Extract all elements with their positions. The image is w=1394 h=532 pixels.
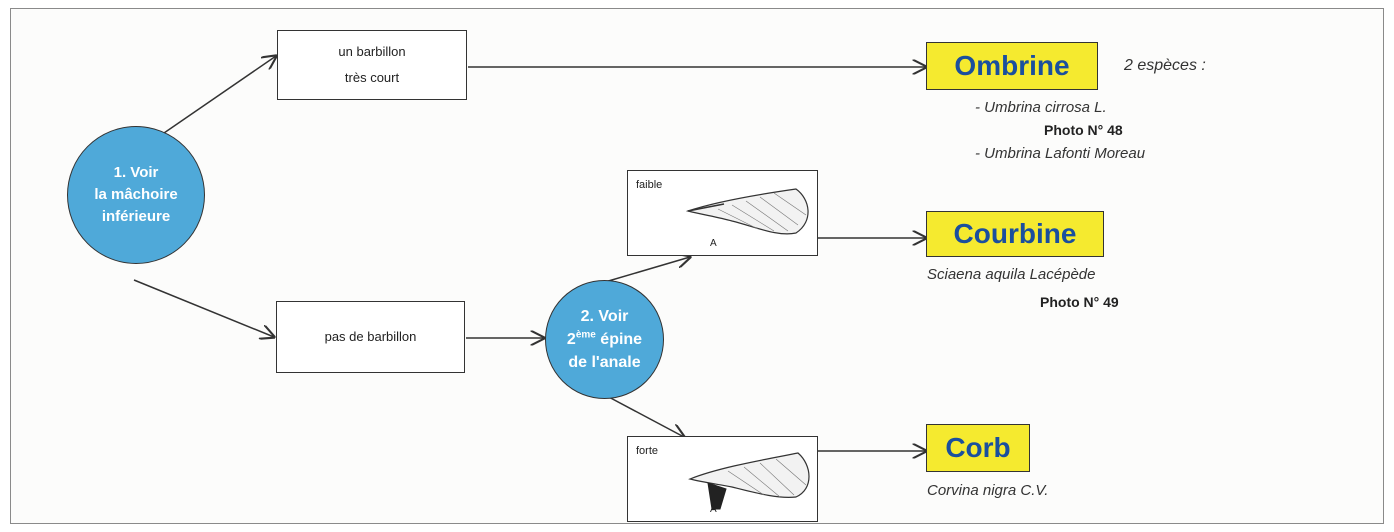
step2-circle: 2. Voir 2ème épine de l'anale xyxy=(545,280,664,399)
step1-circle: 1. Voir la mâchoire inférieure xyxy=(67,126,205,264)
arrow-to-faible xyxy=(604,257,690,283)
ombrine-name: Ombrine xyxy=(926,42,1098,90)
step1-line2: la mâchoire xyxy=(94,186,178,204)
step2-line2: 2ème épine xyxy=(566,329,643,348)
box-no-barbillon: pas de barbillon xyxy=(276,301,465,373)
figure-faible-label: faible xyxy=(636,179,663,191)
figure-faible-mark: A xyxy=(710,238,717,249)
step2-line1: 2. Voir xyxy=(580,307,629,325)
courbine-name: Courbine xyxy=(926,211,1104,257)
corb-species: Corvina nigra C.V. xyxy=(927,482,1049,499)
arrow-to-no-barbillon xyxy=(133,279,274,337)
ombrine-count: 2 espèces : xyxy=(1124,57,1206,74)
arrow-to-forte xyxy=(604,394,684,437)
step2-line3: de l'anale xyxy=(568,354,641,372)
box-barbillon-line1: un barbillon xyxy=(338,44,406,59)
box-barbillon-line2: très court xyxy=(344,70,400,85)
ombrine-photo: Photo N° 48 xyxy=(1044,122,1123,138)
spine-faible-illustration xyxy=(685,188,809,235)
spine-forte-illustration xyxy=(688,452,810,510)
box-no-barbillon-label: pas de barbillon xyxy=(324,329,417,344)
courbine-photo: Photo N° 49 xyxy=(1040,294,1119,310)
figure-forte-label: forte xyxy=(636,445,659,457)
courbine-species: Sciaena aquila Lacépède xyxy=(927,266,1096,283)
box-barbillon: un barbillon très court xyxy=(277,30,467,100)
ombrine-species-1: - Umbrina cirrosa L. xyxy=(975,99,1107,116)
figure-faible: faible A xyxy=(627,170,818,256)
figure-forte-mark: A xyxy=(710,504,717,515)
corb-name: Corb xyxy=(926,424,1030,472)
figure-forte: forte A xyxy=(627,436,818,522)
ombrine-species-2: - Umbrina Lafonti Moreau xyxy=(975,145,1146,162)
step1-line3: inférieure xyxy=(101,207,171,225)
step1-line1: 1. Voir xyxy=(113,164,159,182)
